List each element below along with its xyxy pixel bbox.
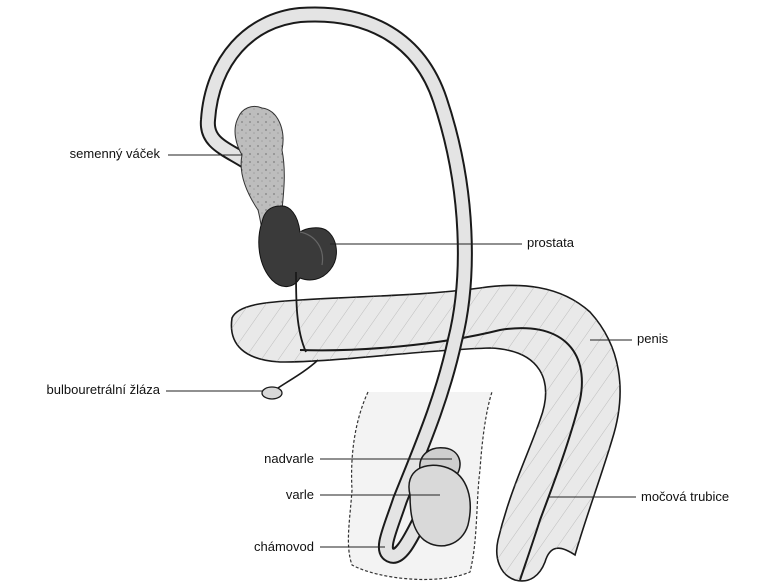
- label-testis: varle: [200, 487, 314, 503]
- testis-shape: [409, 465, 470, 546]
- label-vas-deferens: chámovod: [200, 539, 314, 555]
- prostate-shape: [259, 206, 337, 287]
- label-urethra: močová trubice: [641, 489, 729, 505]
- label-prostate: prostata: [527, 235, 574, 251]
- label-epididymis: nadvarle: [200, 451, 314, 467]
- bulbourethral-gland-shape: [262, 387, 282, 399]
- label-bulbourethral-gland: bulbouretrální žláza: [4, 382, 160, 398]
- label-seminal-vesicle: semenný váček: [40, 146, 160, 162]
- label-penis: penis: [637, 331, 668, 347]
